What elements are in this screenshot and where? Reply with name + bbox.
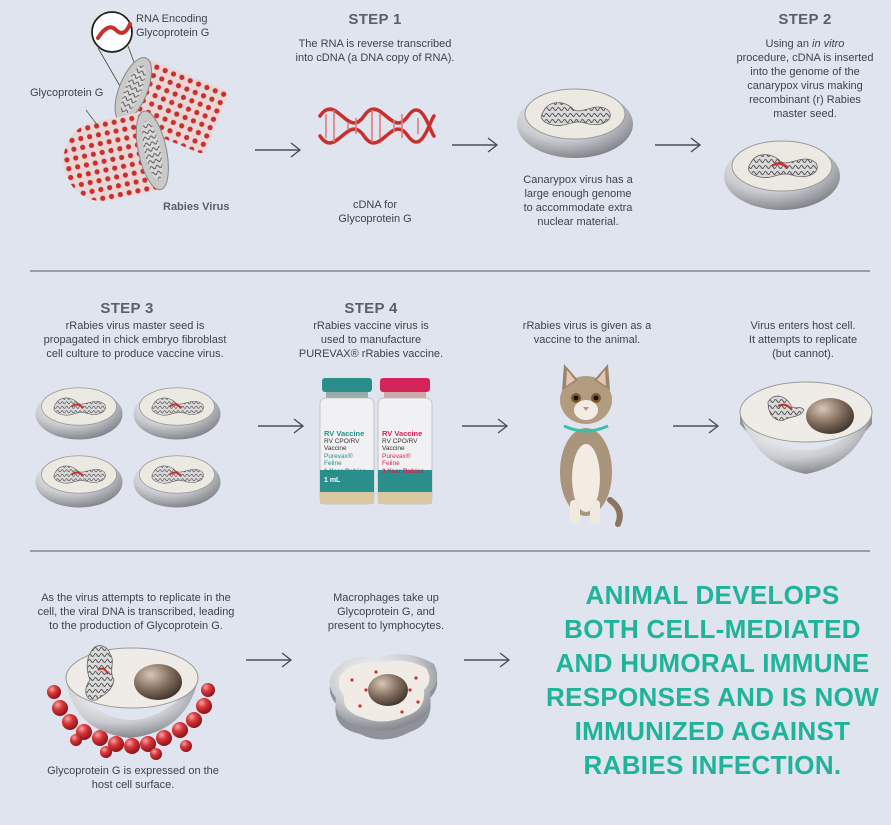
virus-enters-text: Virus enters host cell. It attempts to r… xyxy=(748,320,858,360)
step3-text: rRabies virus master seed is propagated … xyxy=(43,320,227,360)
arrow-icon xyxy=(672,418,719,434)
vial1-label: RV Vaccine RV CPO/RV Vaccine Purevax® Fe… xyxy=(324,430,372,475)
step3-title: STEP 3 xyxy=(100,300,154,317)
vial1-sub: RV CPO/RV Vaccine xyxy=(324,437,360,453)
glycoprotein-g-label: Glycoprotein G xyxy=(30,87,104,99)
expressed-text: Glycoprotein G is expressed on the host … xyxy=(47,765,219,791)
arrow-icon xyxy=(451,137,498,153)
step2-text-part: procedure, cDNA is inserted into the gen… xyxy=(736,52,874,120)
final-immunity-message: ANIMAL DEVELOPS BOTH CELL-MEDIATED AND H… xyxy=(546,580,879,780)
rabies-given-text: rRabies virus is given as a vaccine to t… xyxy=(522,320,652,346)
recombinant-master-seed-illustration xyxy=(722,139,842,212)
host-cell-illustration xyxy=(739,381,873,474)
glycoprotein-expressing-cell-illustration xyxy=(47,645,215,760)
cdna-helix-illustration xyxy=(318,107,436,145)
arrow-icon xyxy=(654,137,701,153)
vial1-title: RV Vaccine xyxy=(324,429,365,438)
row-divider xyxy=(30,550,870,552)
cdna-label: cDNA for Glycoprotein G xyxy=(338,199,412,225)
rna-encoding-label: RNA Encoding Glycoprotein G xyxy=(136,13,210,39)
rabies-virus-label: Rabies Virus xyxy=(163,201,230,213)
step1-title: STEP 1 xyxy=(348,11,402,28)
step1-text: The RNA is reverse transcribed into cDNA… xyxy=(295,38,455,64)
macrophage-illustration xyxy=(329,654,438,740)
vial2-years: 3 Year Rabies xyxy=(382,467,425,475)
attempts-replicate-text: As the virus attempts to replicate in th… xyxy=(37,592,235,632)
rabies-virus-illustration xyxy=(63,11,228,202)
step4-text: rRabies vaccine virus is used to manufac… xyxy=(298,320,444,360)
vial1-years: 1 Year Rabies xyxy=(324,467,367,475)
vial1-brand: Purevax® Feline xyxy=(324,452,353,468)
vial2-brand: Purevax® Feline xyxy=(382,452,411,468)
vials-graphic xyxy=(319,378,433,505)
row-divider xyxy=(30,270,870,272)
vial2-sub: RV CPO/RV Vaccine xyxy=(382,437,418,453)
step2-text: Using an in vitro procedure, cDNA is ins… xyxy=(720,37,890,121)
arrow-icon xyxy=(254,142,301,158)
canarypox-virus-illustration xyxy=(516,88,634,159)
arrow-icon xyxy=(245,652,292,668)
vial1-dose: 1 mL xyxy=(324,477,341,484)
vial2-title: RV Vaccine xyxy=(382,429,423,438)
purevax-vials: RV Vaccine RV CPO/RV Vaccine Purevax® Fe… xyxy=(318,378,438,506)
arrow-icon xyxy=(461,418,508,434)
arrow-icon xyxy=(257,418,304,434)
step2-text-part: Using an xyxy=(765,38,813,50)
macrophages-text: Macrophages take up Glycoprotein G, and … xyxy=(327,592,445,632)
canarypox-text: Canarypox virus has a large enough genom… xyxy=(523,174,633,228)
vial2-label: RV Vaccine RV CPO/RV Vaccine Purevax® Fe… xyxy=(382,430,430,475)
kitten-illustration xyxy=(560,364,623,527)
step2-text-italic: in vitro xyxy=(812,38,845,50)
step4-title: STEP 4 xyxy=(344,300,398,317)
arrow-icon xyxy=(463,652,510,668)
step2-title: STEP 2 xyxy=(778,11,832,28)
cell-culture-illustration xyxy=(34,386,222,509)
